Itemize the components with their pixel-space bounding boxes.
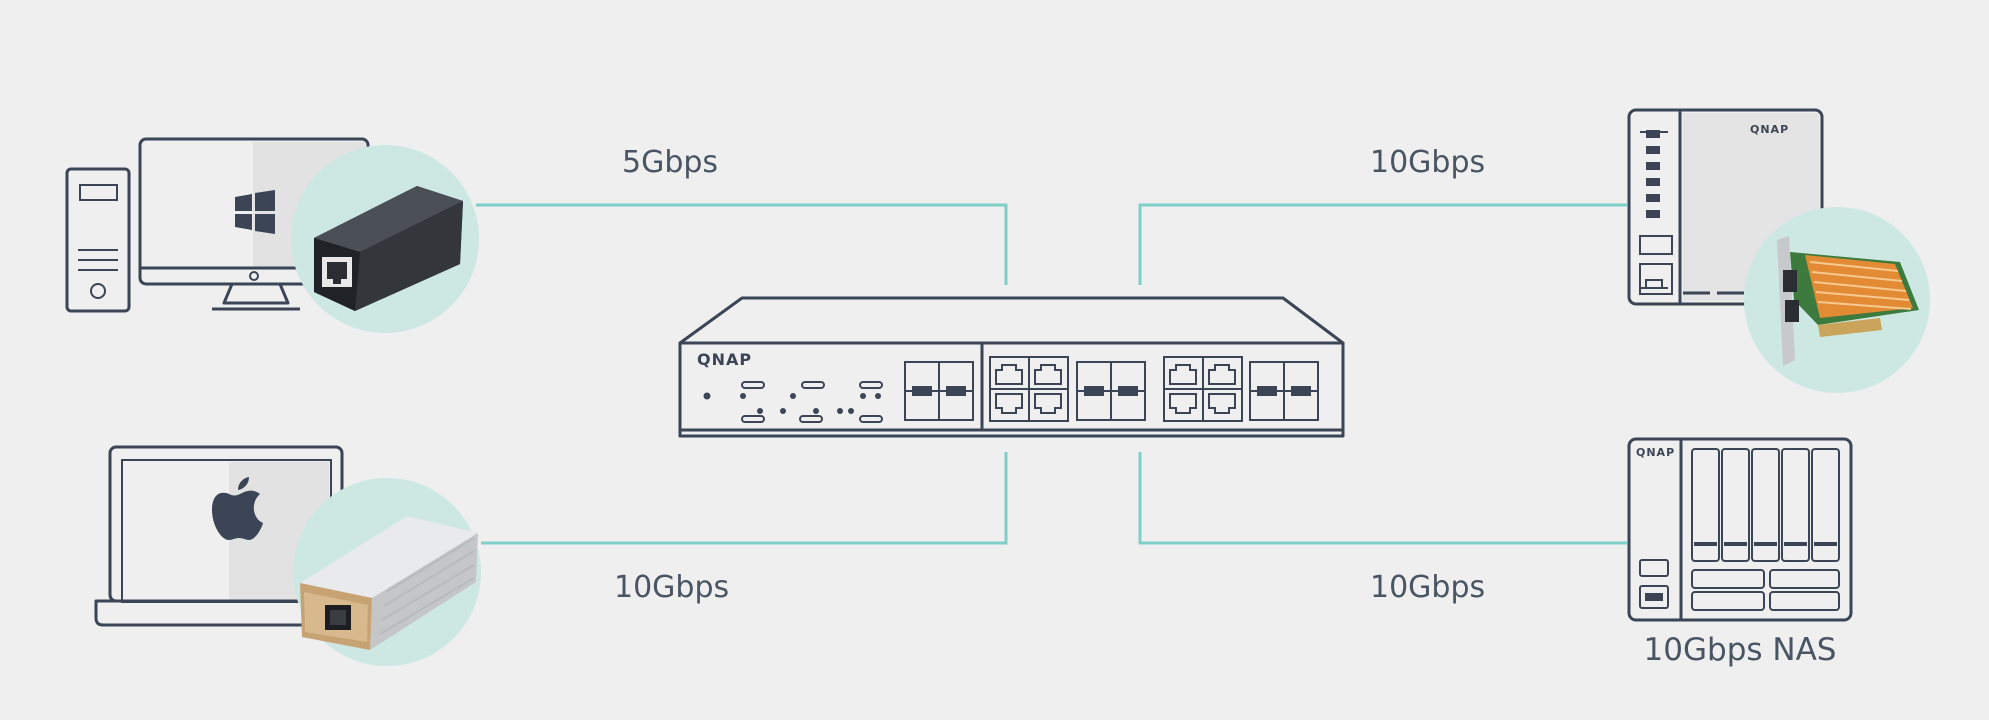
link-mac-speed-label: 10Gbps	[614, 570, 729, 605]
switch-rj45-ports-group-2	[1163, 356, 1243, 422]
nas-top: QNAP	[1627, 108, 1930, 393]
link-nas-bottom	[1138, 452, 1627, 545]
link-nas-top	[1138, 203, 1627, 285]
macbook	[94, 445, 481, 666]
switch-rj45-ports-group-1	[989, 356, 1069, 422]
link-nas-top-speed-label: 10Gbps	[1370, 145, 1485, 180]
nas-bottom-brand-logo: QNAP	[1636, 446, 1675, 459]
switch-sfp-ports-group-1	[904, 361, 974, 421]
link-pc-speed-label: 5Gbps	[622, 145, 718, 180]
nas-m2-slots	[1691, 569, 1840, 611]
nas-drive-bays	[1691, 448, 1840, 562]
nas-bottom: QNAP	[1627, 437, 1853, 668]
pc-tower-icon	[65, 167, 131, 313]
usb-5gbe-adapter-icon	[291, 145, 479, 333]
pcie-network-card-icon	[1744, 207, 1930, 393]
link-pc	[476, 203, 1008, 285]
desktop-pc	[65, 137, 479, 333]
switch-sfp-ports-group-3	[1249, 361, 1319, 421]
apple-logo-icon	[212, 477, 263, 540]
windows-logo-icon	[235, 190, 275, 234]
switch-brand-logo: QNAP	[697, 350, 752, 369]
nas-top-brand-logo: QNAP	[1750, 123, 1789, 136]
connection-lines	[476, 203, 1627, 545]
link-nas-bottom-speed-label: 10Gbps	[1370, 570, 1485, 605]
thunderbolt-10gbe-adapter-icon	[293, 478, 481, 666]
nas-bottom-caption: 10Gbps NAS	[1644, 632, 1837, 668]
switch-status-leds	[703, 381, 883, 423]
nas-five-bay-icon: QNAP	[1627, 437, 1853, 622]
network-switch: QNAP	[678, 296, 1345, 438]
link-mac	[481, 452, 1008, 545]
switch-sfp-ports-group-2	[1076, 361, 1146, 421]
